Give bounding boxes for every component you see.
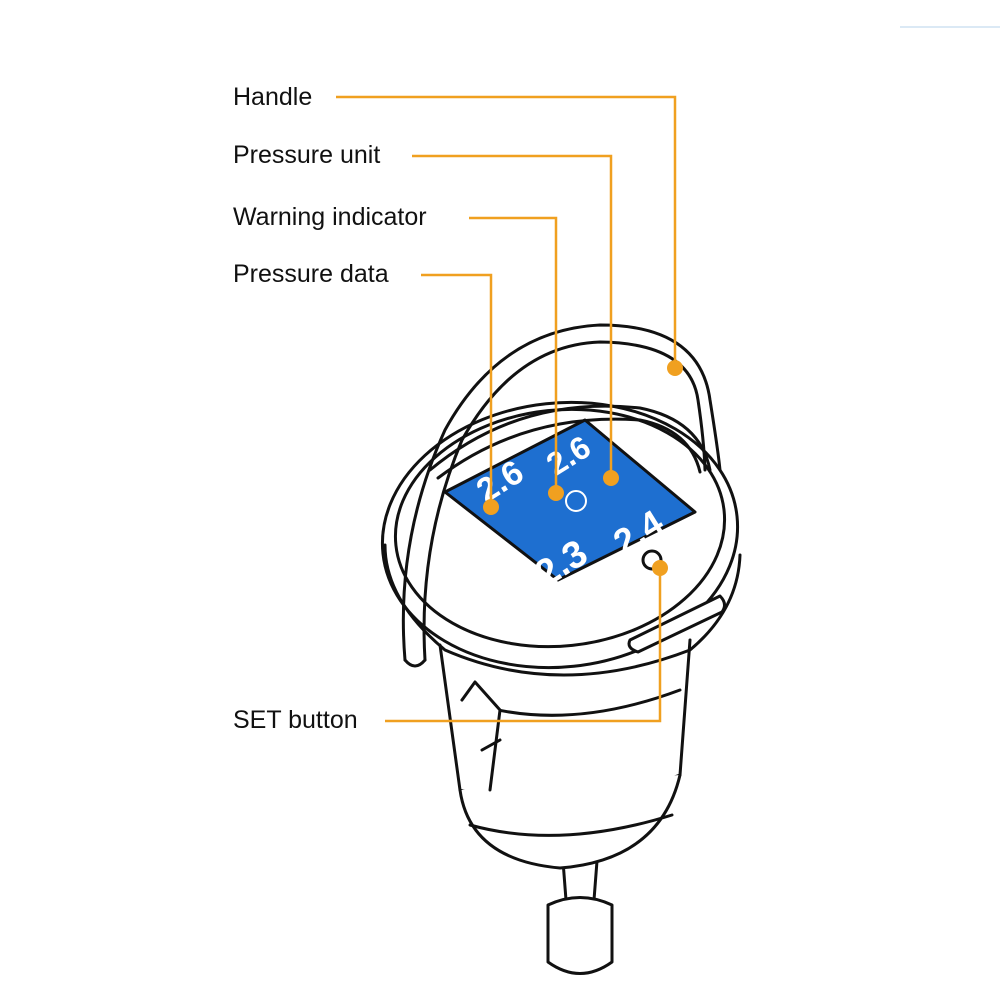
callout-line-pressure-unit — [412, 154, 613, 478]
callout-dot-set-button — [652, 560, 668, 576]
callout-line-warning-indicator — [469, 216, 558, 493]
callout-line-handle — [336, 95, 677, 368]
label-pressure-unit: Pressure unit — [233, 141, 381, 169]
label-handle: Handle — [233, 83, 313, 111]
callout-dot-pressure-unit — [603, 470, 619, 486]
callout-line-set-button — [385, 568, 662, 723]
callout-dot-pressure-data — [483, 499, 499, 515]
top-edge-line — [900, 26, 1000, 28]
valve-knob — [546, 846, 614, 975]
label-pressure-data: Pressure data — [233, 260, 389, 288]
callout-dot-handle — [667, 360, 683, 376]
label-warning-indicator: Warning indicator — [233, 203, 427, 231]
callout-dot-warning-indicator — [548, 485, 564, 501]
warning-indicator-icon — [565, 490, 587, 512]
label-set-button: SET button — [233, 706, 358, 734]
callout-line-pressure-data — [421, 273, 493, 507]
